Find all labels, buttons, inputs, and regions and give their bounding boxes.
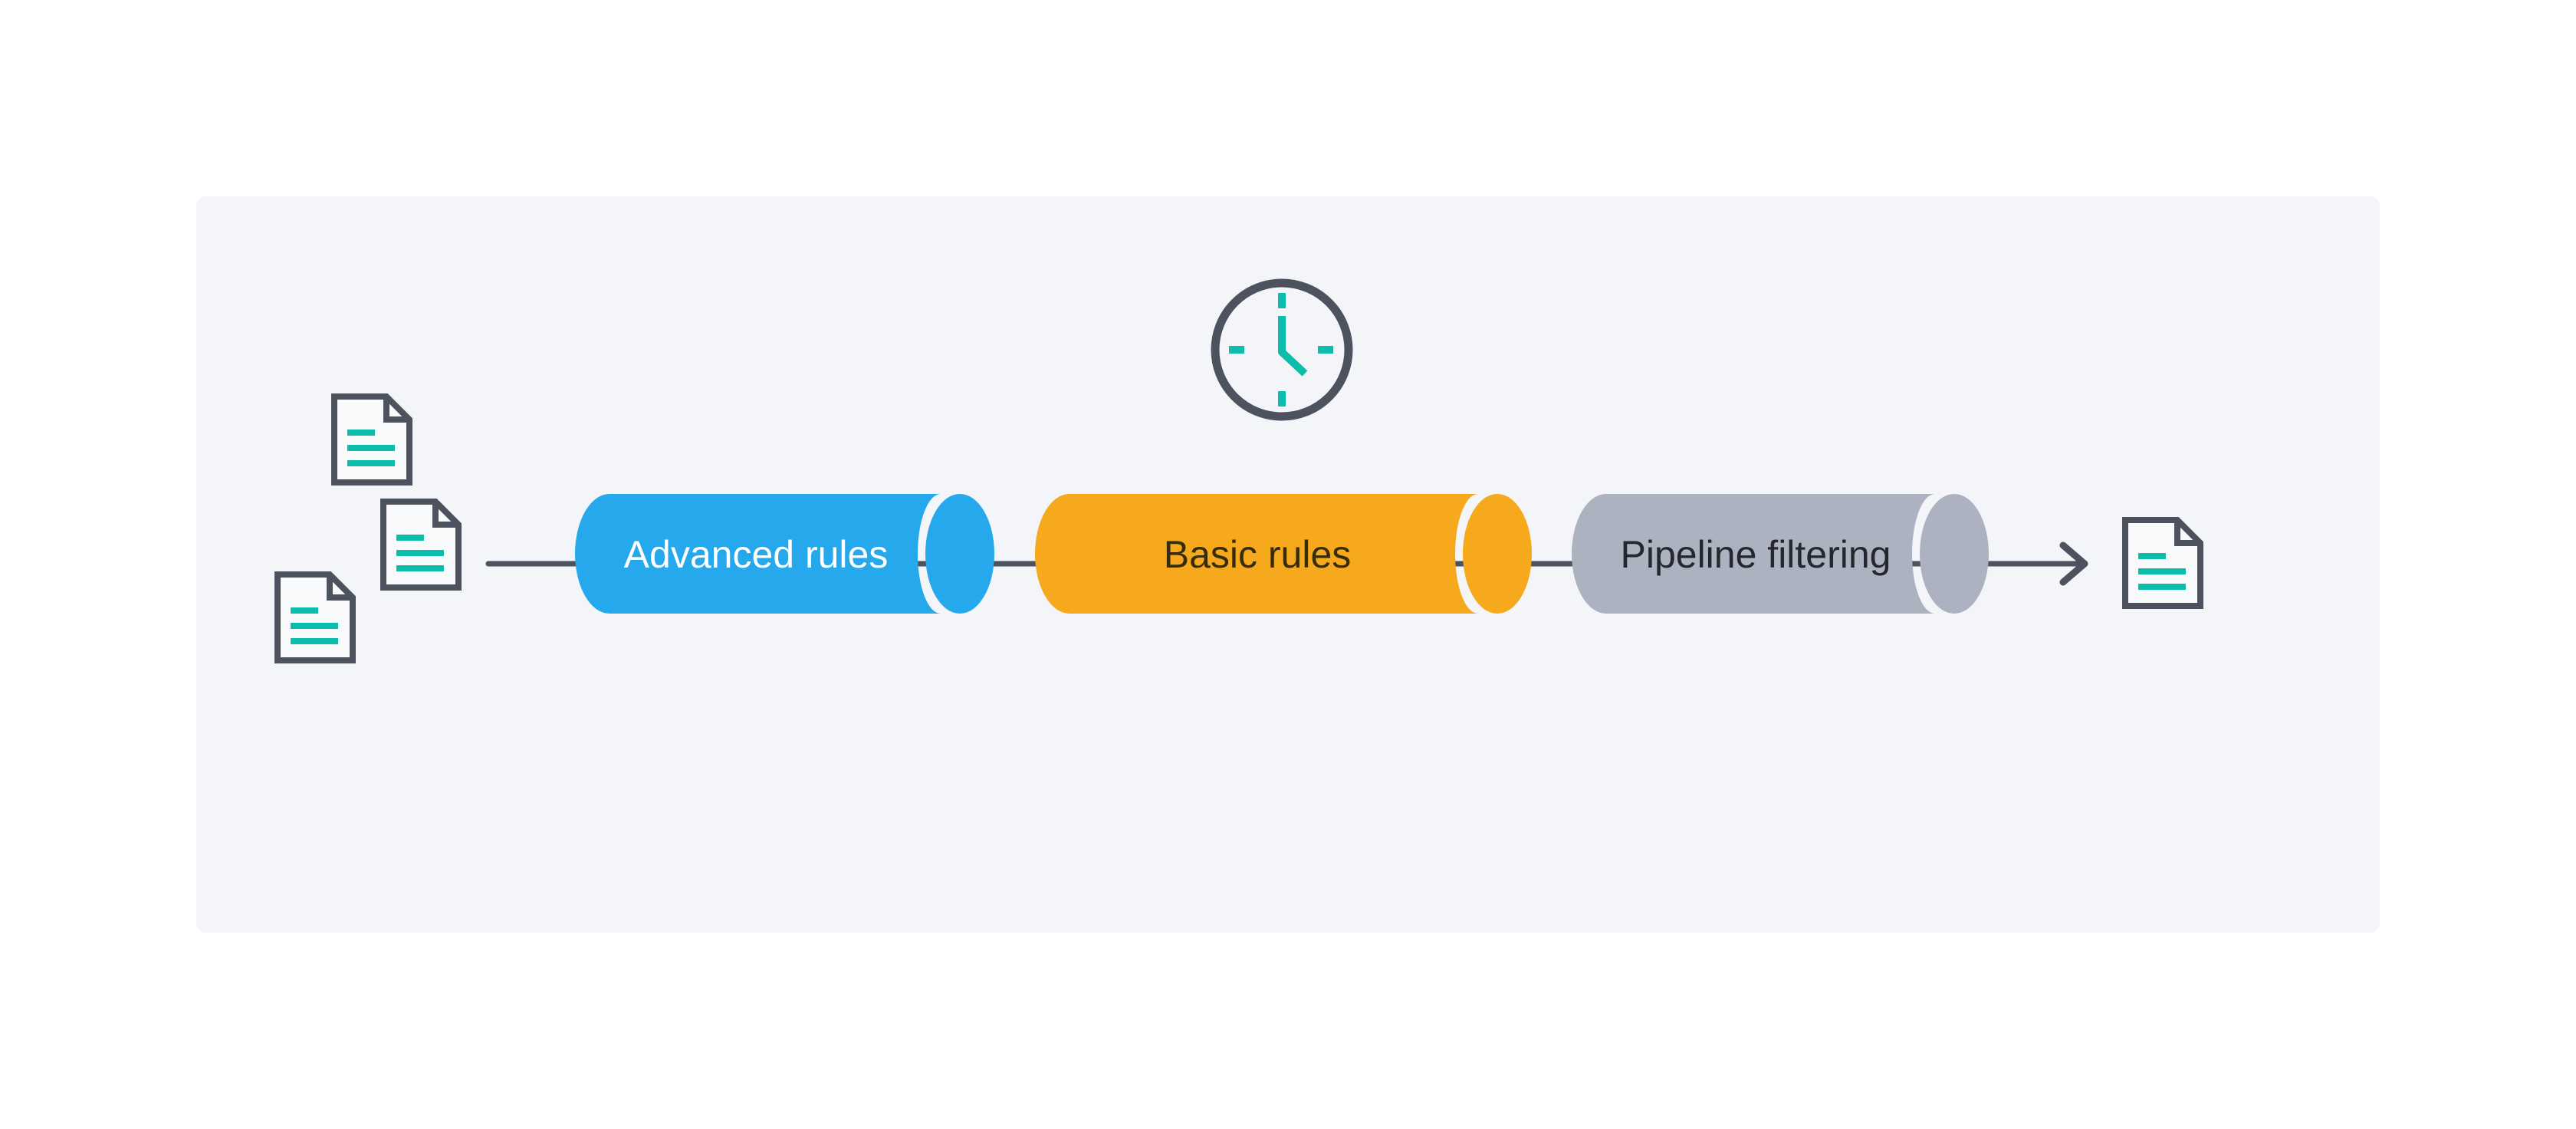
document-outline: [274, 571, 356, 663]
document-outline: [380, 499, 462, 591]
pipeline-stage-basic-rules: Basic rules: [1035, 494, 1532, 614]
stage-end-cap: [1463, 494, 1532, 614]
stage-end-cap: [1920, 494, 1989, 614]
stage-label: Advanced rules: [624, 533, 889, 576]
clock-face: [1211, 278, 1353, 421]
stage-label: Basic rules: [1164, 533, 1352, 576]
clock-tick-3: [1318, 346, 1333, 354]
stage-end-cap: [925, 494, 994, 614]
clock-tick-12: [1278, 293, 1286, 308]
stage-label: Pipeline filtering: [1621, 533, 1891, 576]
input-documents-group: [274, 393, 462, 663]
pipeline-stage-pipeline-filtering: Pipeline filtering: [1572, 494, 1989, 614]
arrow-right-icon: [2059, 541, 2088, 586]
document-fold-corner: [327, 574, 353, 601]
stage-body: [575, 494, 941, 614]
clock-tick-9: [1229, 346, 1244, 354]
clock-icon: [1211, 278, 1353, 421]
document-fold-corner: [383, 397, 409, 423]
stage-body: [1572, 494, 1935, 614]
pipeline-stage-advanced-rules: Advanced rules: [575, 494, 994, 614]
document-outline: [2122, 517, 2203, 609]
stage-body: [1035, 494, 1478, 614]
clock-hands: [1278, 316, 1308, 377]
document-icon: [274, 571, 356, 663]
document-outline: [331, 393, 412, 486]
document-fold-corner: [432, 502, 458, 528]
document-icon: [380, 499, 462, 591]
clock-tick-6: [1278, 391, 1286, 407]
document-icon: [2122, 517, 2203, 609]
document-fold-corner: [2174, 520, 2200, 546]
document-icon: [331, 393, 412, 486]
